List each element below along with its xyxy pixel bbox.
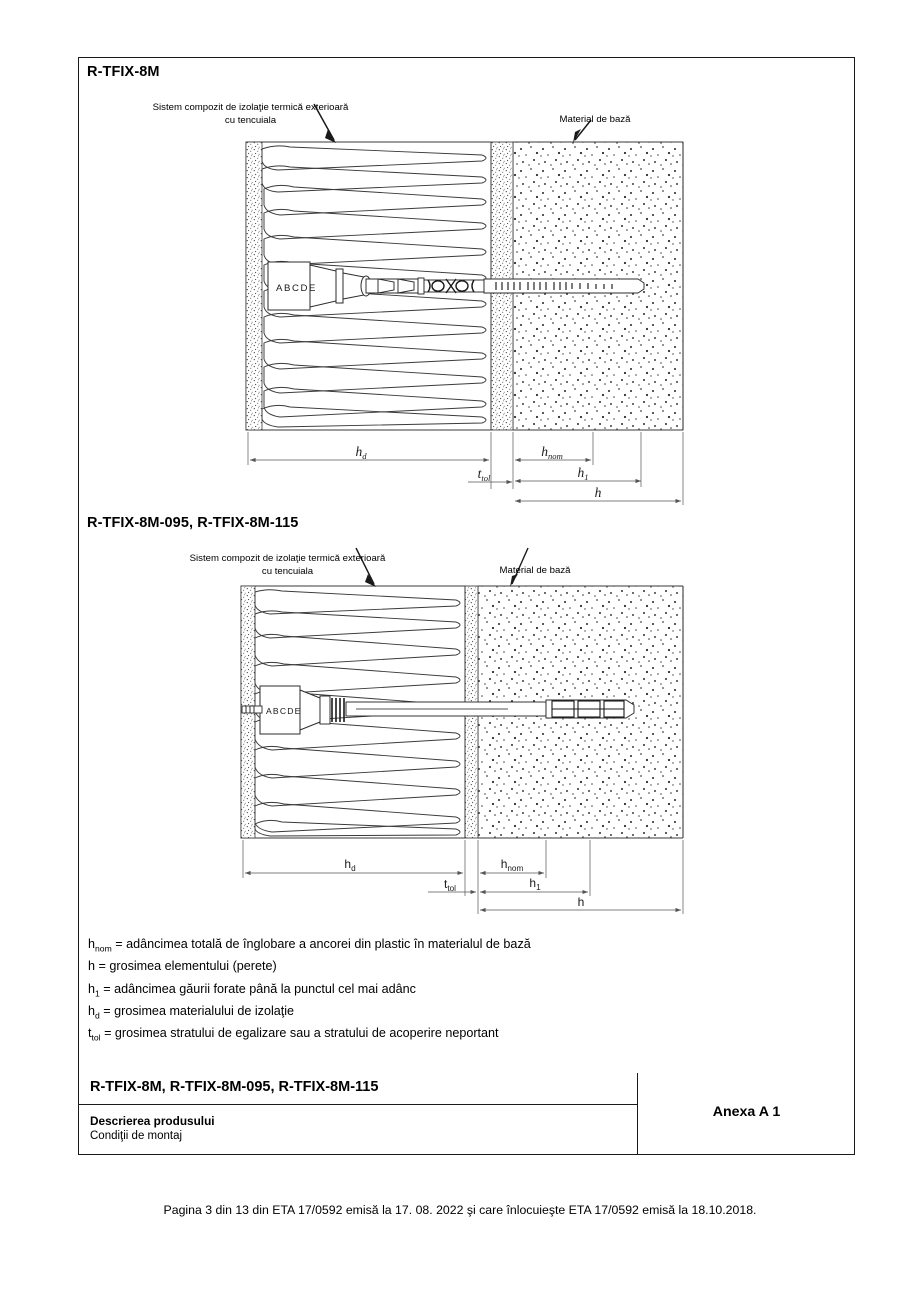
- callout-etics-2: Sistem compozit de izolaţie termică exte…: [180, 553, 395, 578]
- legend-item-hd: hd = grosimea materialului de izolaţie: [88, 1003, 748, 1025]
- legend-item-hnom: hnom = adâncimea totală de înglobare a a…: [88, 936, 748, 958]
- title-block-annex: Anexa A 1: [712, 1104, 781, 1120]
- legend-symbol-sub: d: [95, 1010, 100, 1021]
- callout-leaders-1: [313, 103, 592, 143]
- title-block-description: Descrierea produsului: [90, 1114, 215, 1128]
- title-block-right: Anexa A 1: [638, 1073, 855, 1155]
- dimension-lines-1: [247, 432, 684, 505]
- callout-etics-line1: Sistem compozit de izolaţie termică exte…: [152, 102, 349, 113]
- title-block-product-codes: R-TFIX-8M, R-TFIX-8M-095, R-TFIX-8M-115: [90, 1079, 379, 1095]
- diagram-rtfix-8m: ABCDE: [78, 57, 855, 512]
- dim-label-hnom: hnom: [541, 444, 563, 461]
- legend-symbol: h: [88, 937, 96, 951]
- callout-etics-line2: cu tencuiala: [224, 114, 277, 126]
- legend-symbol-sub: nom: [95, 943, 112, 954]
- dim-label-hd-2: hd: [344, 857, 356, 873]
- callout-base-material-1: Material de bază: [559, 114, 631, 125]
- callout-etics-1: Sistem compozit de izolaţie termică exte…: [143, 102, 358, 127]
- dim-label-h-2: h: [578, 895, 585, 909]
- title-block-subtitle: Condiţii de montaj: [90, 1130, 183, 1142]
- anchor-assembly-2: ABCDE: [241, 685, 635, 735]
- dim-label-ttol: ttol: [478, 466, 491, 483]
- legend-item-h1: h1 = adâncimea găurii forate până la pun…: [88, 981, 748, 1003]
- dimension-labels-1: hd ttol hnom h1 h: [355, 444, 601, 500]
- legend-symbol: h: [88, 1003, 96, 1018]
- page-footer: Pagina 3 din 13 din ETA 17/0592 emisă la…: [163, 1203, 757, 1217]
- drawing-frame: [78, 57, 855, 1155]
- legend-definitions: hnom = adâncimea totală de înglobare a a…: [88, 936, 748, 1048]
- legend-symbol: t: [88, 1026, 92, 1041]
- legend-item-h: h = grosimea elementului (perete): [88, 958, 748, 980]
- section-title-rtfix8m: R-TFIX-8M: [87, 64, 160, 80]
- legend-definition: = adâncimea totală de înglobare a ancore…: [111, 937, 531, 951]
- legend-symbol: h: [88, 981, 96, 996]
- legend-symbol-sub: 1: [95, 988, 100, 999]
- title-block: R-TFIX-8M, R-TFIX-8M-095, R-TFIX-8M-115 …: [78, 1073, 855, 1155]
- legend-definition: = grosimea elementului (perete): [95, 959, 277, 974]
- legend-symbol-sub: tol: [91, 1032, 101, 1043]
- callout-etics-line1-2: Sistem compozit de izolaţie termică exte…: [189, 553, 386, 564]
- anchor-plate-marking-2: ABCDE: [266, 706, 302, 716]
- dim-label-h1-2: h1: [529, 876, 541, 892]
- title-block-left: R-TFIX-8M, R-TFIX-8M-095, R-TFIX-8M-115 …: [78, 1073, 638, 1155]
- dimension-labels-2: hd ttol hnom h1 h: [344, 857, 584, 909]
- dim-label-h: h: [595, 485, 602, 500]
- dim-label-hnom-2: hnom: [501, 857, 524, 873]
- legend-definition: = grosimea materialului de izolaţie: [99, 1003, 295, 1018]
- diagram-rtfix-8m-095-115: ABCDE: [78, 510, 855, 930]
- legend-definition: = adâncimea găurii forate până la punctu…: [99, 981, 416, 996]
- dim-label-ttol-2: ttol: [444, 877, 456, 893]
- legend-item-ttol: ttol = grosimea stratului de egalizare s…: [88, 1025, 748, 1047]
- legend-symbol: h: [88, 959, 96, 974]
- title-block-products-row: R-TFIX-8M, R-TFIX-8M-095, R-TFIX-8M-115: [78, 1073, 638, 1105]
- callout-base-material-2: Material de bază: [499, 565, 571, 576]
- dimension-lines-2: [242, 840, 684, 914]
- anchor-plate-marking: ABCDE: [276, 283, 317, 294]
- legend-definition: = grosimea stratului de egalizare sau a …: [100, 1026, 499, 1041]
- dim-label-hd: hd: [355, 444, 367, 461]
- callout-etics-line2-2: cu tencuiala: [261, 565, 314, 577]
- section-title-rtfix8m-variants: R-TFIX-8M-095, R-TFIX-8M-115: [87, 515, 299, 531]
- title-block-description-row: Descrierea produsului Condiţii de montaj: [78, 1105, 638, 1155]
- anchor-assembly-1: ABCDE: [267, 261, 645, 311]
- callout-leaders-2: [355, 547, 529, 587]
- dim-label-h1: h1: [577, 465, 588, 482]
